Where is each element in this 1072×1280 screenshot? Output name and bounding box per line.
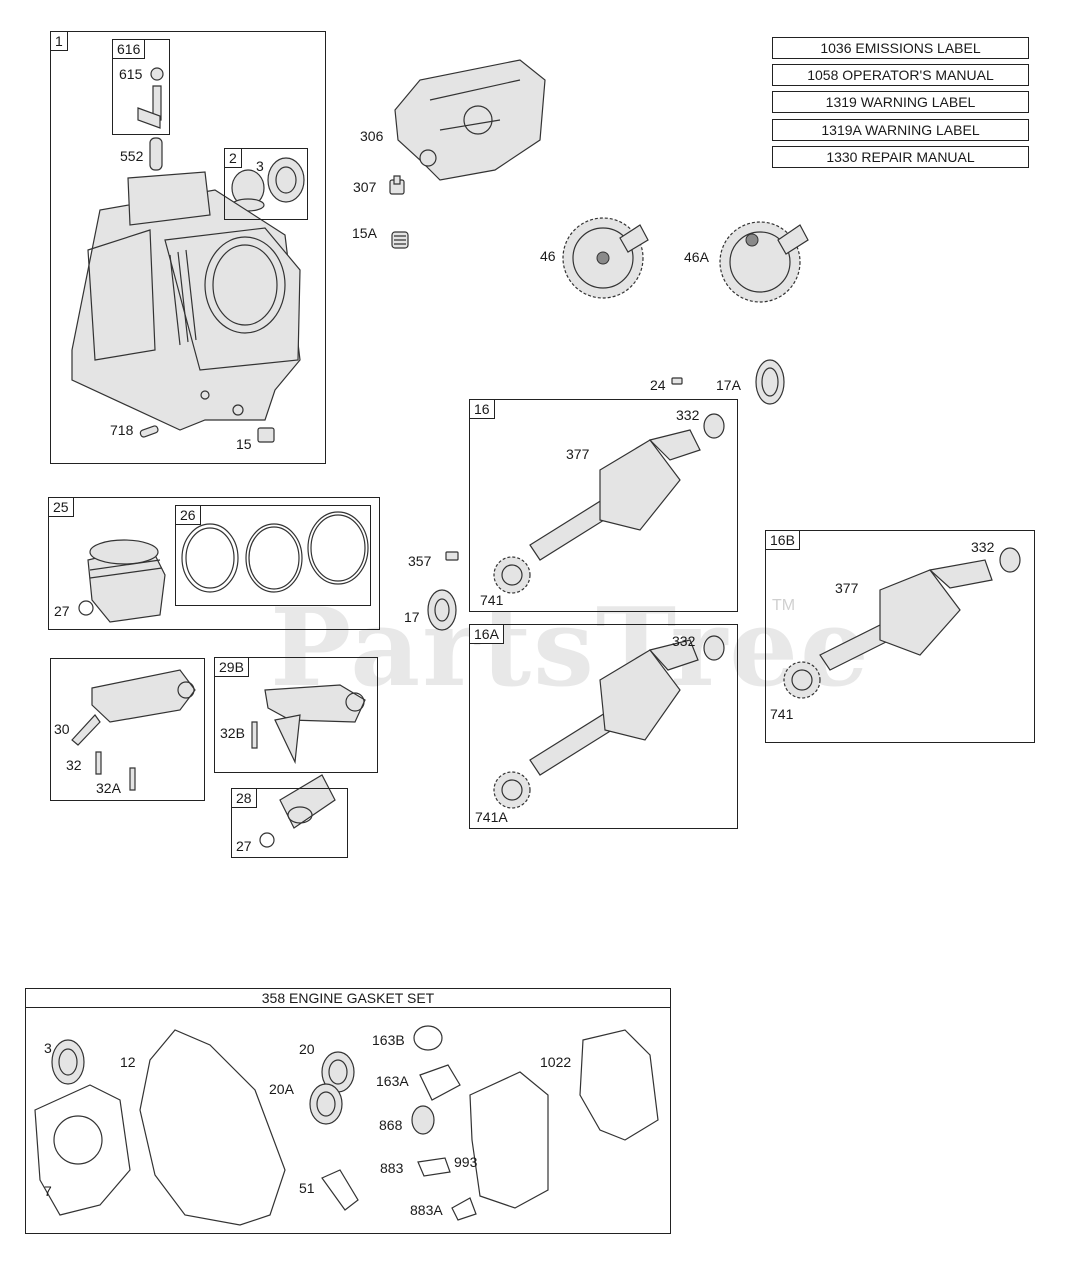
group-2-box: 2 — [224, 148, 308, 220]
connecting-rod-29b-drawing — [252, 685, 365, 762]
pin-718-drawing — [140, 425, 159, 438]
gasket-51-label: 51 — [299, 1180, 315, 1196]
group-16a-box: 16A — [469, 624, 738, 829]
part-27-label: 27 — [54, 603, 70, 619]
legend-emissions-label: 1036 EMISSIONS LABEL — [772, 37, 1029, 59]
part-741a-label: 741A — [475, 809, 508, 825]
part-332-16b-label: 332 — [971, 539, 995, 555]
connecting-rod-30-drawing — [72, 670, 195, 790]
bearing-17a-drawing — [756, 360, 784, 404]
group-25-box: 25 — [48, 497, 380, 630]
part-24-label: 24 — [650, 377, 666, 393]
gasket-20-label: 20 — [299, 1041, 315, 1057]
part-357-label: 357 — [408, 553, 432, 569]
legend-warning-label-a: 1319A WARNING LABEL — [772, 119, 1029, 141]
gasket-set-box — [25, 988, 671, 1234]
legend-repair-manual: 1330 REPAIR MANUAL — [772, 146, 1029, 168]
group-616-tag: 616 — [112, 39, 146, 59]
part-3-label: 3 — [256, 158, 264, 174]
watermark-trademark: TM — [772, 597, 796, 614]
part-46a-label: 46A — [684, 249, 709, 265]
part-307-label: 307 — [353, 179, 377, 195]
gasket-7-label: 7 — [44, 1183, 52, 1199]
part-332-16a-label: 332 — [672, 633, 696, 649]
group-16b-tag: 16B — [765, 530, 800, 550]
group-616-box: 616 — [112, 39, 170, 135]
gasket-set-title: 358 ENGINE GASKET SET — [25, 988, 671, 1008]
clip-27a-drawing — [79, 601, 93, 615]
part-377-16b-label: 377 — [835, 580, 859, 596]
group-26-box: 26 — [175, 505, 371, 606]
bearing-17-drawing — [428, 590, 456, 630]
crankshaft-16a-drawing — [494, 636, 724, 808]
group-2-tag: 2 — [224, 148, 242, 168]
gasket-1022-label: 1022 — [540, 1054, 572, 1070]
group-25-tag: 25 — [48, 497, 74, 517]
gasket-163b-label: 163B — [372, 1032, 405, 1048]
group-28-tag: 28 — [231, 788, 257, 808]
key-357-drawing — [446, 552, 458, 560]
part-741-label: 741 — [480, 592, 504, 608]
part-306-label: 306 — [360, 128, 384, 144]
part-32a-label: 32A — [96, 780, 121, 796]
bolt-307-drawing — [390, 176, 404, 194]
group-30-box — [50, 658, 205, 801]
group-1-tag: 1 — [50, 31, 68, 51]
key-24-drawing — [672, 378, 682, 384]
gasket-3-label: 3 — [44, 1040, 52, 1056]
gasket-883-label: 883 — [380, 1160, 404, 1176]
group-28-box: 28 — [231, 788, 348, 858]
seal-sleeve-2-drawing — [232, 158, 304, 211]
bolt-616-drawing — [138, 68, 163, 128]
crankshaft-16-drawing — [494, 414, 724, 593]
gasket-868-label: 868 — [379, 1117, 403, 1133]
part-15a-label: 15A — [352, 225, 377, 241]
part-32b-label: 32B — [220, 725, 245, 741]
group-16a-tag: 16A — [469, 624, 504, 644]
part-377-label: 377 — [566, 446, 590, 462]
part-46-label: 46 — [540, 248, 556, 264]
plug-15-drawing — [258, 428, 274, 442]
gasket-20a-label: 20A — [269, 1081, 294, 1097]
legend-warning-label: 1319 WARNING LABEL — [772, 91, 1029, 113]
camshaft-46-drawing — [563, 218, 648, 298]
part-552-label: 552 — [120, 148, 144, 164]
tube-552-drawing — [150, 138, 162, 170]
gasket-163a-label: 163A — [376, 1073, 409, 1089]
part-27-28-label: 27 — [236, 838, 252, 854]
legend-operators-manual: 1058 OPERATOR'S MANUAL — [772, 64, 1029, 86]
part-32-label: 32 — [66, 757, 82, 773]
part-332-label: 332 — [676, 407, 700, 423]
part-15-label: 15 — [236, 436, 252, 452]
spring-15a-drawing — [392, 232, 408, 248]
part-615-label: 615 — [119, 66, 143, 82]
group-16-tag: 16 — [469, 399, 495, 419]
camshaft-46a-drawing — [720, 222, 808, 302]
group-16-box: 16 — [469, 399, 738, 612]
gasket-12-label: 12 — [120, 1054, 136, 1070]
piston-25-drawing — [88, 540, 165, 622]
rings-26-drawing — [182, 512, 368, 592]
gasket-993-label: 993 — [454, 1154, 478, 1170]
housing-306-drawing — [395, 60, 545, 180]
part-30-label: 30 — [54, 721, 70, 737]
gasket-set-drawings — [35, 1026, 658, 1225]
crankshaft-16b-drawing — [784, 548, 1020, 698]
group-29b-tag: 29B — [214, 657, 249, 677]
group-26-tag: 26 — [175, 505, 201, 525]
part-17-label: 17 — [404, 609, 420, 625]
engine-block-drawing — [72, 172, 300, 430]
gasket-883a-label: 883A — [410, 1202, 443, 1218]
group-16b-box: 16B — [765, 530, 1035, 743]
part-718-label: 718 — [110, 422, 134, 438]
part-741-16b-label: 741 — [770, 706, 794, 722]
group-29b-box: 29B — [214, 657, 378, 773]
part-17a-label: 17A — [716, 377, 741, 393]
group-1-box: 1 — [50, 31, 326, 464]
